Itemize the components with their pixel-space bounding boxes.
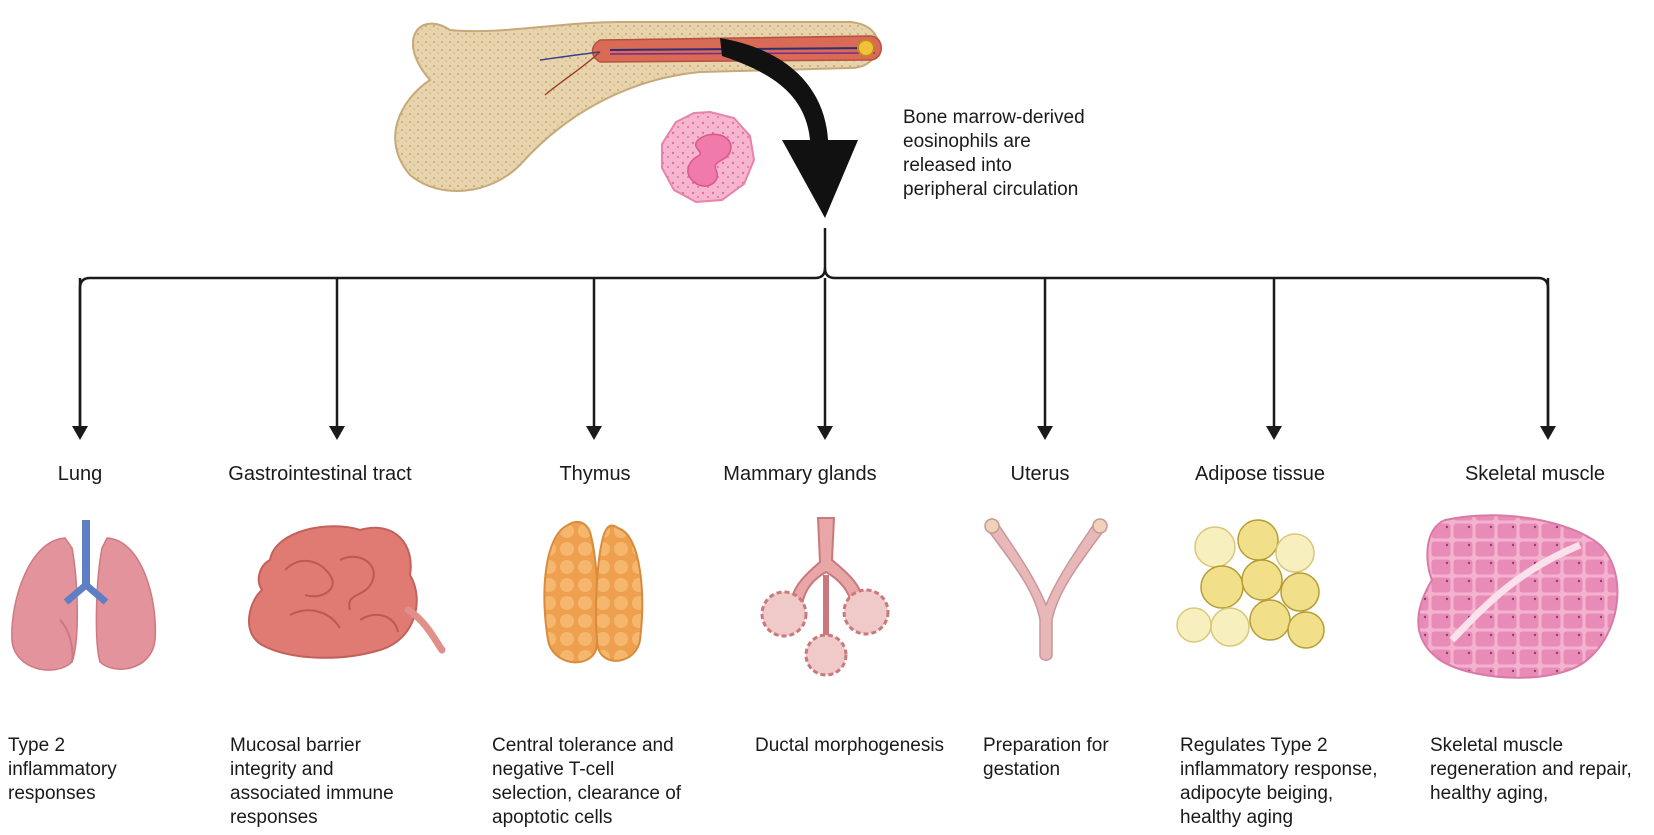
arrowhead-uterus — [1037, 426, 1053, 440]
organ-function-uterus: Preparation for gestation — [983, 735, 1109, 780]
organ-title-thymus: Thymus — [559, 463, 631, 485]
mammary-gland-icon — [760, 517, 890, 677]
arrowhead-adipose-tissue — [1266, 426, 1282, 440]
arrowhead-gastrointestinal-tract — [329, 426, 345, 440]
arrowhead-skeletal-muscle — [1540, 426, 1556, 440]
organ-function-thymus: Central tolerance and negative T-cell se… — [492, 735, 682, 828]
arrowhead-lung — [72, 426, 88, 440]
adipose-tissue-icon — [1176, 519, 1325, 649]
organ-function-adipose-tissue: Regulates Type 2 inflammatory response, … — [1180, 735, 1378, 828]
organ-function-mammary-glands: Ductal morphogenesis — [755, 735, 945, 756]
organ-title-lung: Lung — [57, 463, 103, 485]
release-arrow — [720, 38, 858, 218]
uterus-icon — [984, 518, 1108, 661]
skeletal-muscle-icon — [1417, 514, 1619, 679]
intestine-icon — [247, 525, 446, 659]
release-caption: Bone marrow-derived eosinophils are rele… — [903, 107, 1085, 200]
branch-connector — [78, 228, 1550, 428]
eosinophil-icon — [661, 110, 756, 204]
organ-function-gastrointestinal-tract: Mucosal barrier integrity and associated… — [230, 735, 394, 828]
organ-function-skeletal-muscle: Skeletal muscle regeneration and repair,… — [1430, 735, 1632, 804]
organ-title-mammary-glands: Mammary glands — [723, 463, 877, 485]
organ-title-uterus: Uterus — [1010, 463, 1070, 485]
branch-arrows — [72, 278, 1556, 440]
organ-title-skeletal-muscle: Skeletal muscle — [1464, 463, 1606, 485]
organ-title-gastrointestinal-tract: Gastrointestinal tract — [228, 463, 412, 485]
organ-function-lung: Type 2 inflammatory responses — [8, 735, 117, 804]
lung-icon — [11, 520, 157, 671]
arrowhead-thymus — [586, 426, 602, 440]
organ-title-adipose-tissue: Adipose tissue — [1194, 463, 1326, 485]
arrowhead-mammary-glands — [817, 426, 833, 440]
thymus-icon — [543, 520, 644, 664]
